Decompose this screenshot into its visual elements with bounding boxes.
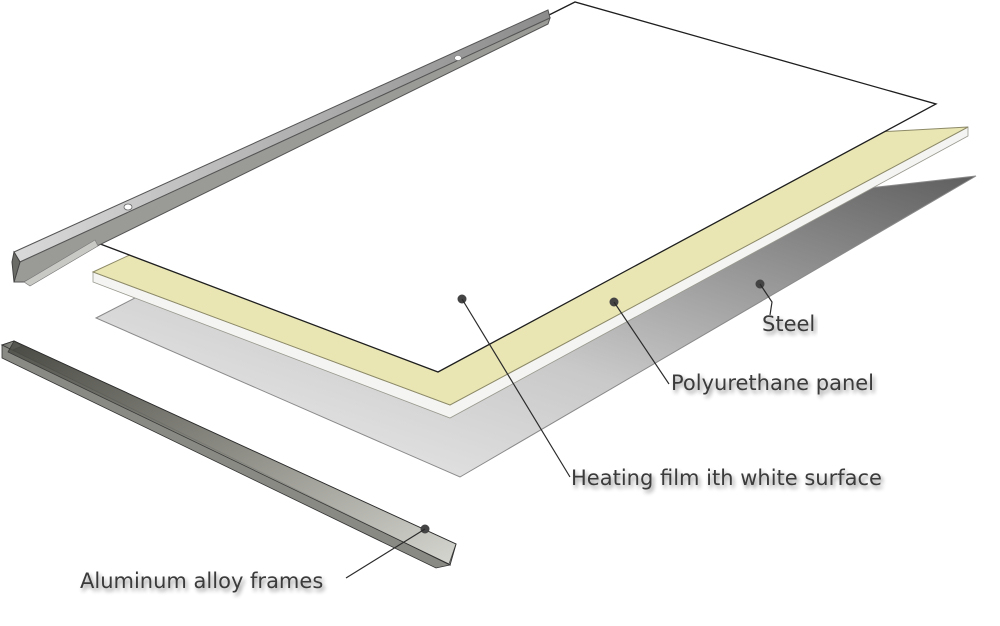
upper-aluminum-rail — [11, 9, 551, 287]
aluminum-frame-bar — [0, 340, 457, 569]
heating-film-leader — [457, 294, 571, 478]
label-steel: Steel — [762, 312, 815, 336]
label-heating-film: Heating film ith white surface — [571, 466, 882, 490]
polyurethane-leader — [609, 297, 670, 385]
steel-leader — [755, 279, 773, 316]
label-polyurethane-panel: Polyurethane panel — [671, 371, 874, 395]
label-aluminum-alloy-frames: Aluminum alloy frames — [80, 569, 323, 593]
aluminum-leader — [345, 524, 430, 579]
